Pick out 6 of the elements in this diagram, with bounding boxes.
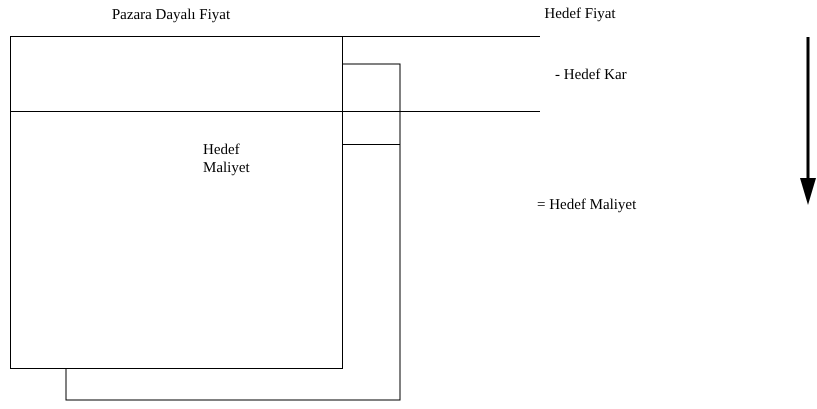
column-heading: Pazara Dayalı Fiyat	[110, 6, 232, 24]
result-label: = Hedef Maliyet	[537, 196, 636, 214]
box-label: Hedef Maliyet	[203, 141, 251, 177]
column-heading: Hedef Fiyat	[543, 5, 617, 23]
row-label: - Hedef Kar	[555, 66, 627, 84]
back-cost-box	[66, 64, 400, 400]
